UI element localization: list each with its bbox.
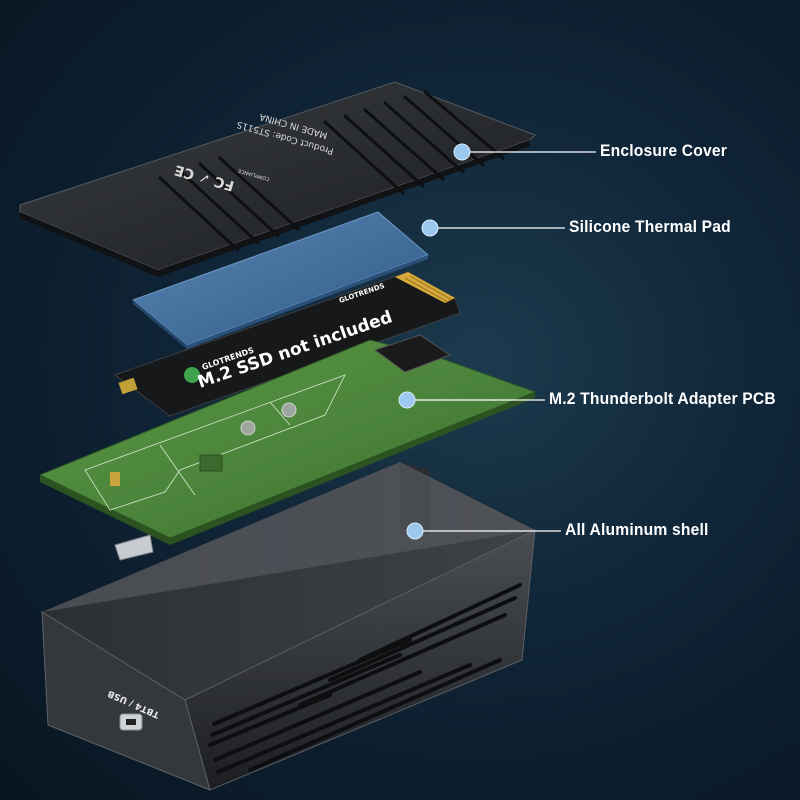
callout-label-aluminum-shell: All Aluminum shell: [565, 520, 709, 539]
m2-thunderbolt-adapter-pcb: [38, 334, 537, 561]
callout-dot-thermal-pad: [421, 219, 439, 237]
glotrends-logo-icon: [184, 367, 200, 383]
silicone-thermal-pad: [132, 211, 429, 349]
callout-label-enclosure-cover: Enclosure Cover: [600, 141, 728, 160]
callout-dots: [398, 143, 471, 540]
pcb-standoff: [110, 472, 120, 486]
callout-label-adapter-pcb: M.2 Thunderbolt Adapter PCB: [549, 389, 776, 408]
enclosure-cover: MADE IN CHINA Product Code: ST511S COMPL…: [19, 81, 536, 277]
callout-dot-enclosure-cover: [453, 143, 471, 161]
callout-label-thermal-pad: Silicone Thermal Pad: [569, 217, 731, 236]
callout-dot-aluminum-shell: [406, 522, 424, 540]
callout-leaders: [407, 151, 596, 532]
pcb-m2-connector: [373, 334, 452, 373]
cover-fins: [158, 90, 505, 252]
shell-fins: [208, 583, 522, 774]
m2-ssd: GLOTRENDS GLOTRENDS M.2 SSD not included: [113, 271, 461, 417]
callout-dot-adapter-pcb: [398, 391, 416, 409]
ssd-gold-fingers: [404, 275, 453, 303]
pcb-silkscreen-lines: [84, 374, 346, 511]
pcb-chip: [199, 454, 223, 472]
pcb-screw-hole-icon: [240, 420, 256, 436]
pcb-screw-hole-icon: [281, 402, 297, 418]
usb-c-connector: [114, 534, 154, 561]
